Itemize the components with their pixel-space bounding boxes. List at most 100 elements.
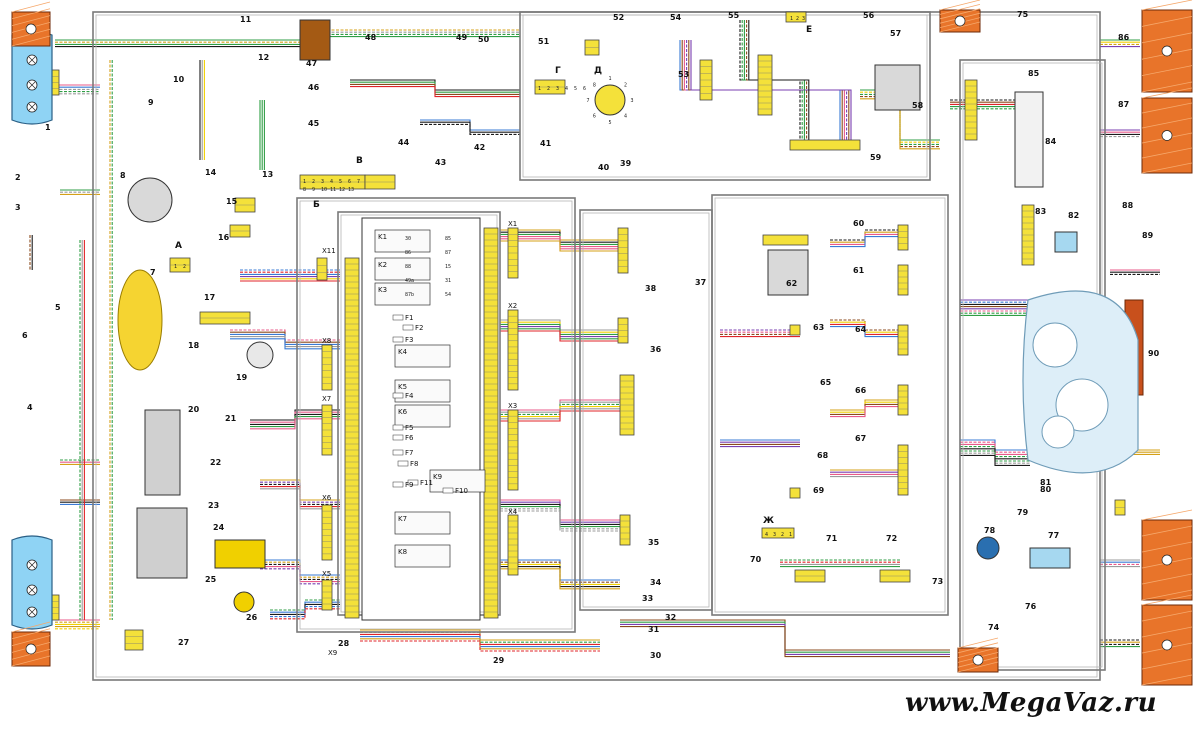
connector-62 — [762, 234, 809, 246]
relay-label: K6 — [398, 408, 408, 416]
callout-number: 90 — [1148, 349, 1160, 358]
connector-b-pin: 1 — [303, 179, 306, 185]
harness-connector-label: X6 — [322, 494, 332, 502]
tail-lamp-stripe — [939, 4, 981, 15]
callout-number: 63 — [813, 323, 824, 332]
connector-x2 — [507, 309, 519, 391]
connector-a-pin: 1 — [174, 264, 177, 270]
tail-lamp-stripe — [1141, 674, 1193, 686]
connector-e-pin: 1 — [790, 16, 793, 22]
fuse-symbol — [392, 449, 404, 456]
harness-frame-inner — [522, 14, 928, 178]
tail-lamp-stripe — [1141, 541, 1193, 553]
callout-number: 37 — [695, 278, 706, 287]
ignition-position-label: 6 — [593, 114, 596, 120]
fuse-label: F4 — [405, 392, 414, 400]
connector-b-pin: 4 — [330, 179, 333, 185]
relay-box — [394, 344, 451, 368]
harness-connector-label: X11 — [322, 247, 336, 255]
connector-g-pin: 6 — [583, 86, 586, 92]
alternator-20 — [144, 409, 181, 496]
fuse-label: F2 — [415, 324, 423, 332]
harness-frame-inner — [582, 212, 710, 608]
harness-connector-label: X4 — [508, 508, 518, 516]
callout-number: 15 — [226, 197, 238, 206]
fuse-label: F9 — [405, 481, 413, 489]
harness-connector-label: X1 — [508, 220, 517, 228]
ignition-disc-d — [594, 84, 626, 116]
callout-number: 58 — [912, 101, 924, 110]
harness-frame-inner — [299, 200, 573, 630]
callout-number: 40 — [598, 163, 610, 172]
display-84 — [1014, 91, 1044, 188]
harness-frame — [296, 197, 576, 633]
wire — [830, 236, 900, 248]
callout-number: 32 — [665, 613, 676, 622]
callout-number: 80 — [1040, 485, 1052, 494]
relay-box — [429, 469, 486, 493]
callout-number: 10 — [173, 75, 185, 84]
callout-number: 87 — [1118, 100, 1129, 109]
tail-lamp-stripe — [1141, 594, 1193, 606]
callout-number: 65 — [820, 378, 832, 387]
callout-number: 36 — [650, 345, 662, 354]
tail-lamp-stripe — [957, 661, 999, 673]
fuse-label: F6 — [405, 434, 414, 442]
harness-connector-label: X8 — [322, 337, 331, 345]
callout-number: 83 — [1035, 207, 1046, 216]
headlamp-right — [11, 535, 53, 630]
callout-number: 56 — [863, 11, 875, 20]
connector-g-pin: 4 — [565, 86, 568, 92]
relay-box — [394, 544, 451, 568]
connector-letter: Е — [806, 25, 812, 35]
wire — [500, 568, 620, 590]
callout-number: 45 — [308, 119, 320, 128]
connector-b-pin: 13 — [348, 187, 354, 193]
connector-x11 — [316, 257, 328, 281]
callout-number: 69 — [813, 486, 825, 495]
connector-harness-top — [789, 139, 861, 151]
tail-lamp-stripe — [1141, 32, 1193, 44]
callout-number: 6 — [22, 331, 28, 340]
connector-g-pin: 2 — [547, 86, 550, 92]
callout-number: 78 — [984, 526, 996, 535]
harness-connector-label: X7 — [322, 395, 331, 403]
fuse-label: F8 — [410, 460, 418, 468]
relay-box — [374, 257, 431, 281]
tail-lamp-stripe — [1141, 0, 1193, 11]
connector-letter: А — [175, 241, 182, 251]
callout-number: 8 — [120, 171, 126, 180]
rear-window-77 — [1029, 547, 1071, 569]
block-pin-label: 30 — [405, 236, 411, 242]
callout-number: 47 — [306, 59, 317, 68]
callout-number: 25 — [205, 575, 217, 584]
ignition-position-label: 3 — [630, 98, 633, 104]
tail-lamp-stripe — [1141, 87, 1193, 99]
connector-e — [785, 11, 807, 23]
connector-g-pin: 3 — [556, 86, 559, 92]
fuse-symbol — [392, 424, 404, 431]
connector-zh — [761, 527, 795, 539]
callout-number: 86 — [1118, 33, 1130, 42]
connector-b-pin: 6 — [348, 179, 351, 185]
tail-lamp-stripe — [957, 642, 999, 654]
connector-a-pin: 2 — [183, 264, 186, 270]
fuel-sensor-26 — [233, 591, 255, 613]
bulb-cross — [28, 561, 36, 569]
callout-number: 49 — [456, 33, 468, 42]
label-layer: K1K2K3K4K5K6K7K8K9F1F2F3F4F5F6F7F8F9F10F… — [15, 10, 1160, 665]
ignition-position-label: 5 — [608, 120, 611, 126]
connector-b-pin: 12 — [339, 187, 345, 193]
wire — [686, 40, 848, 140]
callout-number: 4 — [27, 403, 33, 412]
callout-number: 76 — [1025, 602, 1037, 611]
callout-number: 33 — [642, 594, 653, 603]
tail-lamp-stripe — [1141, 573, 1193, 585]
callout-number: 67 — [855, 434, 866, 443]
callout-number: 7 — [150, 268, 156, 277]
fuse-label: F11 — [420, 479, 433, 487]
connector-e-pin: 2 — [796, 16, 799, 22]
connector-69 — [789, 487, 801, 499]
fuse-symbol — [392, 392, 404, 399]
